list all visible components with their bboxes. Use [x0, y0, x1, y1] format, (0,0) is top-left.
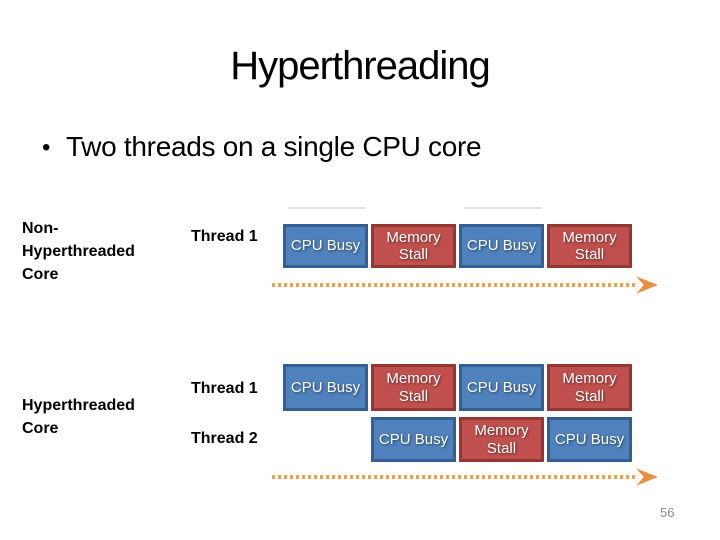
slide-title: Hyperthreading — [230, 44, 491, 88]
core-label-line: Core — [22, 420, 59, 437]
timeline-box-memory-stall: Memory Stall — [371, 364, 456, 411]
thread-label: Thread 1 — [191, 380, 258, 397]
thread-label: Thread 2 — [191, 430, 258, 447]
timeline-box-memory-stall: Memory Stall — [459, 417, 544, 462]
timeline-box-cpu-busy: CPU Busy — [283, 224, 368, 268]
timeline-box-cpu-busy: CPU Busy — [283, 364, 368, 411]
timeline-box-cpu-busy: CPU Busy — [459, 364, 544, 411]
artifact-line — [464, 207, 542, 209]
time-axis-dotted-line — [272, 475, 636, 479]
core-label-line: Non- — [22, 220, 59, 237]
timeline-box-cpu-busy: CPU Busy — [371, 417, 456, 462]
core-label-line: Hyperthreaded — [22, 397, 135, 414]
bullet-item: • Two threads on a single CPU core — [42, 131, 482, 165]
bullet-icon: • — [42, 134, 51, 161]
time-axis-dotted-line — [272, 283, 636, 287]
core-label-non-hyperthreaded: Non- Hyperthreaded Core — [22, 217, 135, 286]
core-label-line: Core — [22, 266, 59, 283]
arrow-head-icon — [636, 468, 658, 486]
timeline-box-memory-stall: Memory Stall — [371, 224, 456, 268]
artifact-line — [288, 207, 365, 209]
arrow-head-icon — [636, 276, 658, 294]
timeline-box-cpu-busy: CPU Busy — [547, 417, 632, 462]
bullet-text: Two threads on a single CPU core — [66, 131, 482, 162]
core-label-line: Hyperthreaded — [22, 243, 135, 260]
page-number: 56 — [660, 505, 675, 520]
thread-label: Thread 1 — [191, 228, 258, 245]
timeline-box-cpu-busy: CPU Busy — [459, 224, 544, 268]
core-label-hyperthreaded: Hyperthreaded Core — [22, 394, 135, 440]
timeline-box-memory-stall: Memory Stall — [547, 224, 632, 268]
timeline-box-memory-stall: Memory Stall — [547, 364, 632, 411]
